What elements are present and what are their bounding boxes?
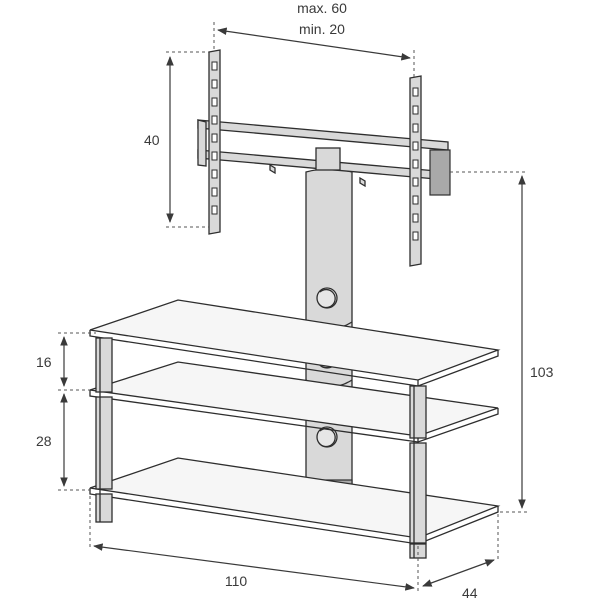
middle-shelf bbox=[89, 361, 499, 443]
total-height-label: 103 bbox=[530, 364, 554, 380]
front-left-post bbox=[95, 337, 113, 523]
bottom-shelf bbox=[89, 457, 501, 545]
min-width-label: min. 20 bbox=[299, 21, 345, 37]
dimension-width-top bbox=[213, 22, 415, 78]
dimension-shelf-gap-top bbox=[58, 332, 96, 391]
tv-mount-bracket bbox=[197, 49, 451, 267]
max-width-label: max. 60 bbox=[297, 0, 347, 16]
dimension-total-height bbox=[450, 171, 528, 513]
dimension-width bbox=[89, 496, 419, 594]
front-right-post bbox=[409, 385, 427, 559]
width-label: 110 bbox=[225, 573, 248, 589]
dimension-mount-height bbox=[166, 51, 209, 228]
shelf-gap-top-label: 16 bbox=[36, 354, 52, 370]
dimension-depth bbox=[422, 514, 499, 587]
shelf-gap-bottom-label: 28 bbox=[36, 433, 52, 449]
dimension-shelf-gap-bottom bbox=[58, 393, 90, 491]
depth-label: 44 bbox=[462, 585, 478, 600]
mount-height-label: 40 bbox=[144, 132, 160, 148]
